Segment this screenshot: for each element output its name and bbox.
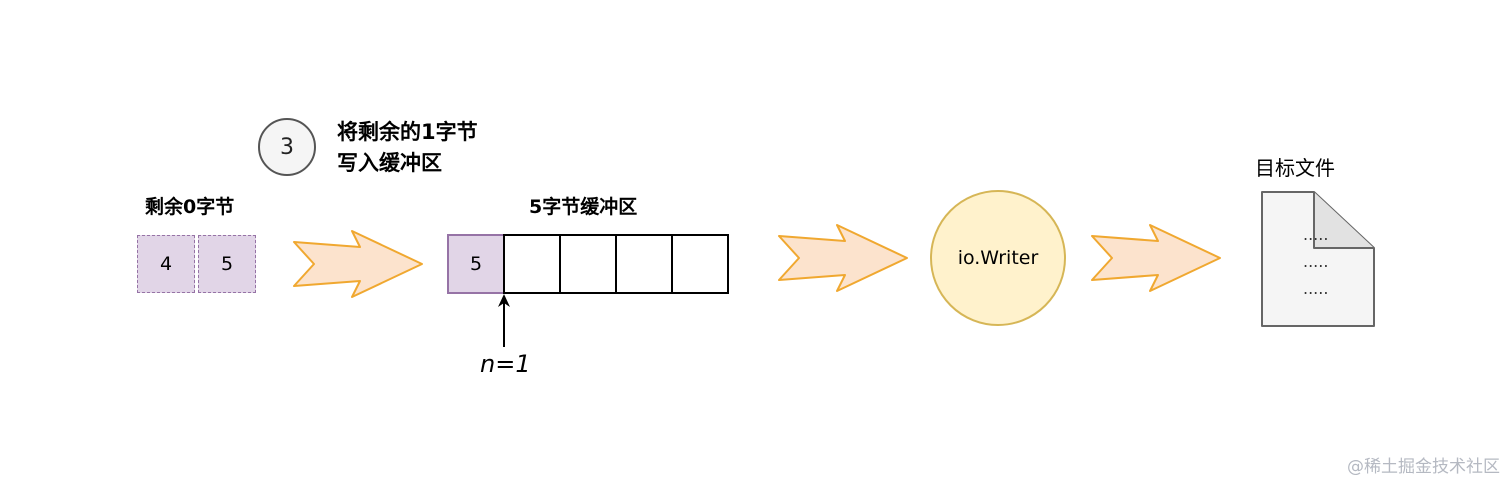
step-description-line1: 将剩余的1字节: [337, 120, 478, 144]
step-description-line2: 写入缓冲区: [337, 151, 442, 175]
watermark: @稀土掘金技术社区: [1347, 457, 1500, 477]
buffer-cell: 5: [447, 234, 505, 294]
pointer-label: n=1: [480, 350, 531, 378]
document-icon: [1261, 191, 1375, 327]
buffer-cell: [615, 234, 673, 294]
file-content-line: .....: [1303, 279, 1329, 298]
file-content-line: .....: [1303, 252, 1329, 271]
step-description: 将剩余的1字节 写入缓冲区: [337, 117, 478, 179]
buffer-cell: [503, 234, 561, 294]
buffer-cell: [671, 234, 729, 294]
target-file-title: 目标文件: [1255, 156, 1335, 180]
remaining-bytes-title: 剩余0字节: [145, 196, 235, 218]
file-content-line: .....: [1303, 225, 1329, 244]
buffer: 5: [447, 234, 729, 294]
flow-arrow-icon: [293, 230, 423, 298]
flow-arrow-icon: [778, 224, 908, 292]
buffer-cell: [559, 234, 617, 294]
remaining-byte-cell: 4: [137, 235, 195, 293]
step-number-badge: 3: [258, 118, 316, 176]
flow-arrow-icon: [1091, 224, 1221, 292]
io-writer-node: io.Writer: [930, 190, 1066, 326]
up-arrow-icon: [498, 294, 510, 347]
buffer-title: 5字节缓冲区: [529, 196, 638, 218]
remaining-byte-cell: 5: [198, 235, 256, 293]
